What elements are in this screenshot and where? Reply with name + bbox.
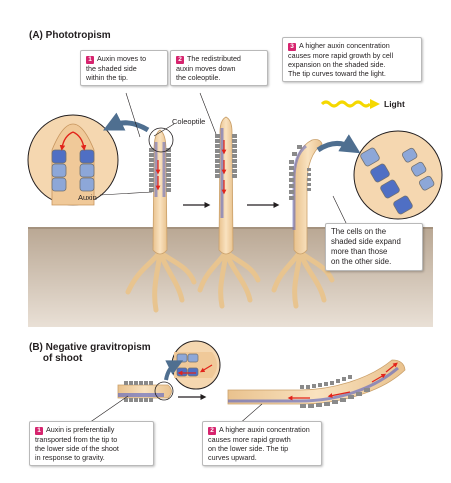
step-3-badge: 3 [288,43,296,51]
horizontal-shoot-1 [118,381,173,402]
gravitropism-inset [172,341,220,389]
light-label: Light [384,99,405,109]
b-step-1-badge: 1 [35,427,43,435]
b-step-2-badge: 2 [208,427,216,435]
zoom-arrow-left [112,123,148,130]
cells-note: The cells on the shaded side expand more… [325,223,423,271]
coleoptile-label: Coleoptile [172,117,205,126]
tip-inset-circle [28,115,118,205]
panel-b-title: (B) Negative gravitropism of shoot [29,342,151,364]
b-step-1-text: Auxin is preferentially transported from… [35,425,119,462]
auxin-label: Auxin [78,193,97,202]
step-1-badge: 1 [86,56,94,64]
light-arrow-icon [370,99,380,109]
zoom-arrow-right [318,143,352,150]
horizontal-shoot-2 [228,360,405,408]
step-2-badge: 2 [176,56,184,64]
cells-note-text: The cells on the shaded side expand more… [331,227,401,266]
bend-inset-circle [354,131,442,219]
b-step-2-text: A higher auxin concentration causes more… [208,425,310,462]
light-wave-icon [322,102,370,106]
panel-a-title: (A) Phototropism [29,30,111,41]
step-2-text: The redistributed auxin moves down the c… [176,54,241,82]
step-3-text: A higher auxin concentration causes more… [288,41,393,78]
step-1-text: Auxin moves to the shaded side within th… [86,54,146,82]
